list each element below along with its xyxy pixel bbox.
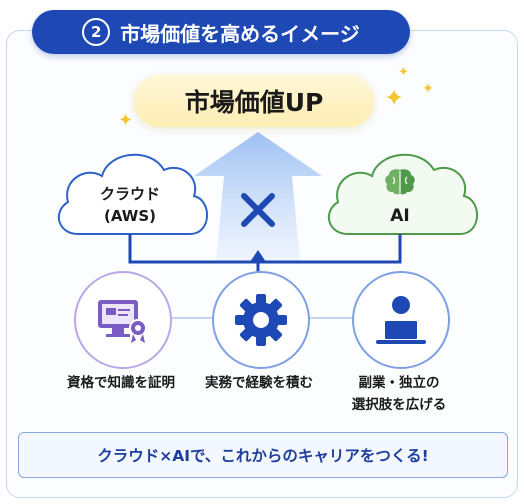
step-caption-experience: 実務で経験を積む [162, 372, 356, 394]
title-pill: 2 市場価値を高めるイメージ [32, 10, 410, 54]
right-cloud-shape [327, 153, 478, 235]
sparkle-icon: ✦ [398, 65, 409, 80]
sparkle-icon: ✦ [422, 81, 434, 97]
sparkle-icon: ✦ [118, 110, 134, 131]
step-circle-experience [212, 271, 310, 369]
step-circle-certification [74, 271, 172, 369]
title-text: 市場価値を高めるイメージ [120, 21, 360, 46]
step-caption-side-business: 副業・独立の 選択肢を広げる [302, 372, 496, 416]
cloud-label-line2: (AWS) [104, 207, 156, 225]
connector-line-left [128, 234, 258, 264]
cloud-label-ai: AI [390, 206, 410, 226]
step-caption-line: 実務で経験を積む [205, 375, 313, 391]
left-cloud-shape [57, 153, 208, 235]
gear-icon [235, 294, 287, 346]
brain-icon [385, 169, 415, 195]
cloud-label-line1: クラウド [99, 185, 160, 203]
footer-message: クラウド×AIで、これからのキャリアをつくる! [18, 432, 508, 478]
laptop-user-icon [376, 296, 426, 344]
sparkle-icon: ✦ [384, 84, 405, 112]
step-caption-line: 資格で知識を証明 [67, 375, 175, 391]
step-circle-side-business [352, 271, 450, 369]
title-number: 2 [82, 18, 111, 46]
step-caption-line: 副業・独立の [358, 375, 440, 391]
cloud-label-cloud: クラウド (AWS) [70, 183, 190, 225]
upward-arrow-shape [194, 132, 322, 262]
connector-arrowhead [250, 250, 266, 262]
market-value-banner: 市場価値UP [134, 75, 374, 127]
step-caption-line: 選択肢を広げる [351, 397, 447, 413]
monitor-certificate-icon [98, 300, 147, 344]
connector-line-right [258, 234, 402, 264]
cross-mark [241, 193, 275, 227]
step-caption-certification: 資格で知識を証明 [24, 372, 218, 394]
